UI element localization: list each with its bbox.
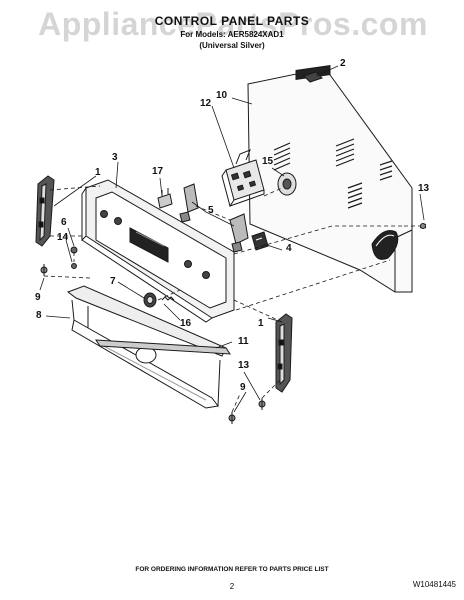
callout-3: 3 <box>112 152 118 163</box>
callout-9-lower: 9 <box>240 382 246 393</box>
front-console-part-3 <box>81 179 235 323</box>
rear-panel-part-10 <box>247 65 413 293</box>
screw-part-13-lower <box>258 398 266 410</box>
callout-5: 5 <box>208 205 214 216</box>
callout-11: 11 <box>238 336 249 347</box>
assembly-lines <box>43 185 420 413</box>
switch-part-4 <box>251 231 269 251</box>
end-cap-part-1-left <box>35 175 55 247</box>
screw-part-14 <box>71 263 77 269</box>
page-number: 2 <box>229 582 235 591</box>
page-title: CONTROL PANEL PARTS <box>154 14 310 28</box>
ordering-note: FOR ORDERING INFORMATION REFER TO PARTS … <box>135 566 329 573</box>
callout-9-left: 9 <box>35 292 41 303</box>
watermark: AppliancePartsPros.com <box>38 6 428 42</box>
leader-lines <box>39 65 425 413</box>
trim-strip-part-11 <box>95 339 231 355</box>
screw-part-9-left <box>40 264 48 276</box>
clip-part-17 <box>157 188 173 209</box>
document-number: W10481445 <box>412 580 456 589</box>
bracket-part-5-upper <box>179 183 199 223</box>
callout-2: 2 <box>340 58 346 69</box>
knob-part-7 <box>143 292 157 308</box>
callout-10: 10 <box>216 90 228 101</box>
model-line: For Models: AER5824XAD1 <box>180 30 284 39</box>
callout-13-lower: 13 <box>238 360 250 371</box>
clip-part-2 <box>303 71 323 83</box>
callout-1-right: 1 <box>258 318 264 329</box>
callout-17: 17 <box>152 166 164 177</box>
callout-13-top: 13 <box>418 183 430 194</box>
bracket-part-5-lower <box>229 213 249 253</box>
callout-16: 16 <box>180 318 192 329</box>
callout-1-left: 1 <box>95 167 101 178</box>
callout-8: 8 <box>36 310 42 321</box>
callout-15: 15 <box>262 156 274 167</box>
screw-part-9-lower <box>228 412 236 424</box>
callout-4: 4 <box>286 243 292 254</box>
part-15 <box>277 172 297 196</box>
callout-6: 6 <box>61 217 67 228</box>
spring-part-16 <box>161 296 175 301</box>
callout-14: 14 <box>57 232 69 243</box>
control-board-part-12 <box>221 149 265 208</box>
screw-part-13-right-top <box>419 223 427 229</box>
variant-line: (Universal Silver) <box>199 41 265 50</box>
manifold-panel-part-8 <box>66 285 227 409</box>
end-cap-part-1-right <box>275 313 293 393</box>
callout-12: 12 <box>200 98 212 109</box>
callout-7: 7 <box>110 276 116 287</box>
